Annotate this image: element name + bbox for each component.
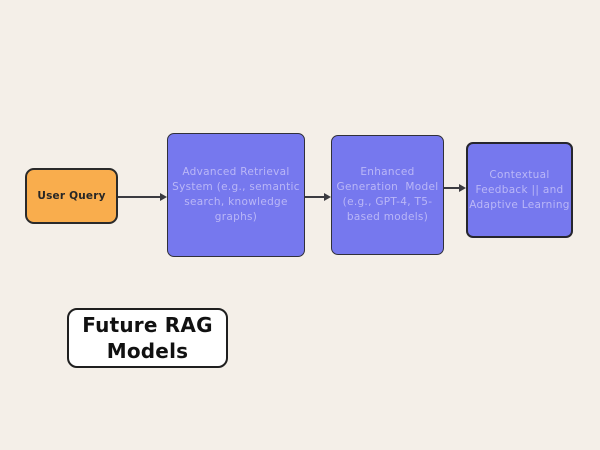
title-line: Models (106, 339, 189, 363)
node-label-line: (e.g., GPT-4, T5- (342, 196, 433, 208)
arrow-shaft (305, 196, 324, 198)
node-label-line: based models) (346, 211, 429, 223)
node-label-line: Contextual (489, 168, 550, 181)
node-advanced-retrieval-system: Advanced Retrieval System (e.g., semanti… (167, 133, 305, 257)
arrowhead-right-icon (459, 184, 466, 192)
node-label-line: User Query (37, 190, 106, 202)
node-contextual-feedback: Contextual Feedback || and Adaptive Lear… (466, 142, 573, 238)
node-label-line: Adaptive Learning (469, 198, 570, 211)
title-line: Future RAG (82, 313, 213, 337)
connector-arrow-user-query-to-retrieval (118, 192, 167, 202)
node-label-line: graphs) (214, 211, 258, 223)
arrow-shaft (118, 196, 160, 198)
arrowhead-right-icon (324, 193, 331, 201)
node-contextual-feedback-label: Contextual Feedback || and Adaptive Lear… (469, 168, 570, 213)
node-user-query: User Query (25, 168, 118, 224)
node-advanced-retrieval-label: Advanced Retrieval System (e.g., semanti… (172, 165, 300, 225)
node-label-line: Generation Model (336, 181, 439, 193)
node-user-query-label: User Query (37, 190, 105, 202)
node-enhanced-generation-label: Enhanced Generation Model (e.g., GPT-4, … (337, 165, 439, 225)
node-label-line: Enhanced (360, 166, 415, 178)
diagram-title: Future RAG Models (82, 312, 212, 364)
title-card: Future RAG Models (67, 308, 228, 368)
connector-arrow-retrieval-to-generation (305, 192, 331, 202)
arrowhead-right-icon (160, 193, 167, 201)
node-label-line: Feedback || and (475, 183, 564, 196)
node-label-line: search, knowledge (184, 196, 288, 208)
connector-arrow-generation-to-feedback (444, 183, 466, 193)
node-label-line: System (e.g., semantic (172, 181, 300, 193)
arrow-shaft (444, 187, 459, 189)
node-label-line: Advanced Retrieval (182, 166, 290, 178)
node-enhanced-generation-model: Enhanced Generation Model (e.g., GPT-4, … (331, 135, 444, 255)
